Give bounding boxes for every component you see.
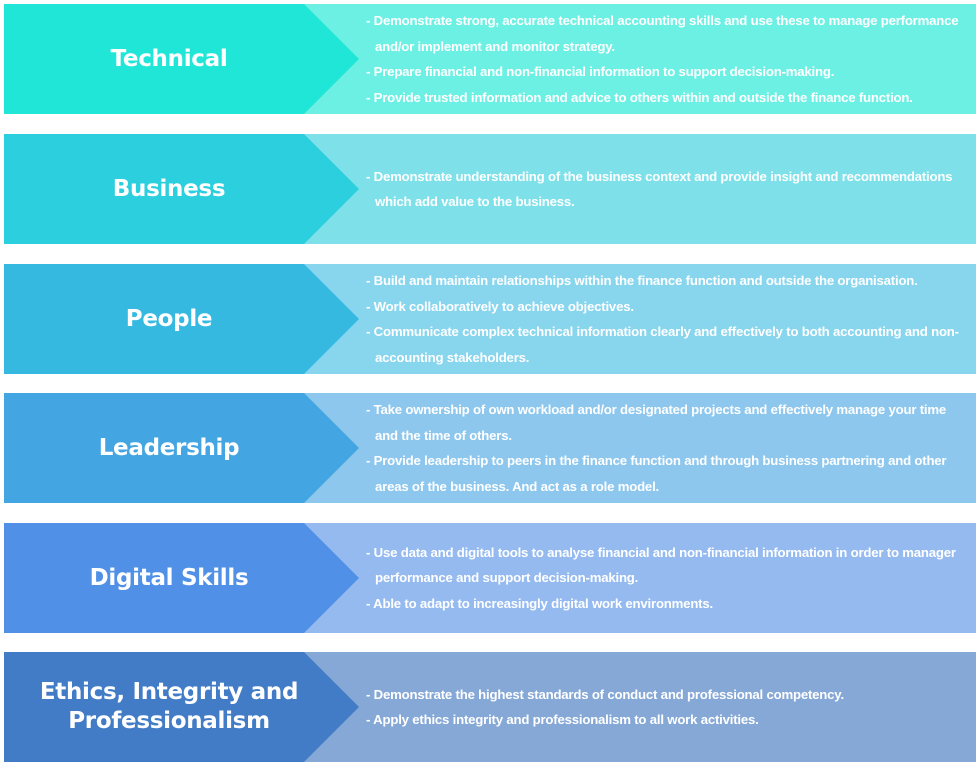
- arrow-label-block: [4, 523, 359, 633]
- category-title: People: [125, 305, 213, 332]
- category-title: Business: [112, 175, 226, 202]
- category-title: Leadership: [98, 434, 240, 461]
- category-title: Ethics, Integrity and Professionalism: [39, 679, 299, 734]
- bullet-item: - Demonstrate the highest standards of c…: [366, 686, 844, 702]
- arrow-label-block: [4, 393, 359, 503]
- arrow-label-block: [4, 264, 359, 374]
- category-title: Digital Skills: [89, 564, 249, 591]
- row-business: Business - Demonstrate understanding of …: [4, 134, 976, 244]
- row-technical: Technical - Demonstrate strong, accurate…: [4, 4, 976, 114]
- row-people: People - Build and maintain relationship…: [4, 264, 976, 374]
- bullet-item: - Build and maintain relationships withi…: [366, 273, 918, 288]
- bullet-item: - Able to adapt to increasingly digital …: [366, 595, 713, 611]
- bullet-item: - Prepare financial and non-financial in…: [366, 64, 835, 79]
- description-list: - Use data and digital tools to analyse …: [366, 523, 966, 633]
- bullet-item: - Work collaboratively to achieve object…: [366, 298, 634, 314]
- description-list: - Take ownership of own workload and/or …: [366, 393, 966, 503]
- arrow-label-block: [4, 4, 359, 114]
- description-list: - Demonstrate the highest standards of c…: [366, 652, 966, 762]
- row-leadership: Leadership - Take ownership of own workl…: [4, 393, 976, 503]
- bullet-item: - Take ownership of own workload and/or …: [366, 402, 947, 443]
- bullet-item: - Provide leadership to peers in the fin…: [366, 453, 947, 494]
- bullet-item: - Apply ethics integrity and professiona…: [366, 712, 759, 727]
- bullet-item: - Demonstrate understanding of the busin…: [366, 168, 953, 210]
- description-list: - Demonstrate strong, accurate technical…: [366, 4, 966, 114]
- arrow-label-block: [4, 652, 359, 762]
- bullet-item: - Demonstrate strong, accurate technical…: [366, 13, 959, 54]
- bullet-item: - Provide trusted information and advice…: [366, 89, 913, 105]
- bullet-item: - Communicate complex technical informat…: [366, 324, 959, 365]
- description-list: - Demonstrate understanding of the busin…: [366, 134, 966, 244]
- arrow-label-block: [4, 134, 359, 244]
- category-title: Technical: [110, 45, 228, 72]
- row-ethics-integrity-professionalism: Ethics, Integrity and Professionalism - …: [4, 652, 976, 762]
- description-list: - Build and maintain relationships withi…: [366, 264, 966, 374]
- row-digital-skills: Digital Skills - Use data and digital to…: [4, 523, 976, 633]
- bullet-item: - Use data and digital tools to analyse …: [366, 544, 956, 586]
